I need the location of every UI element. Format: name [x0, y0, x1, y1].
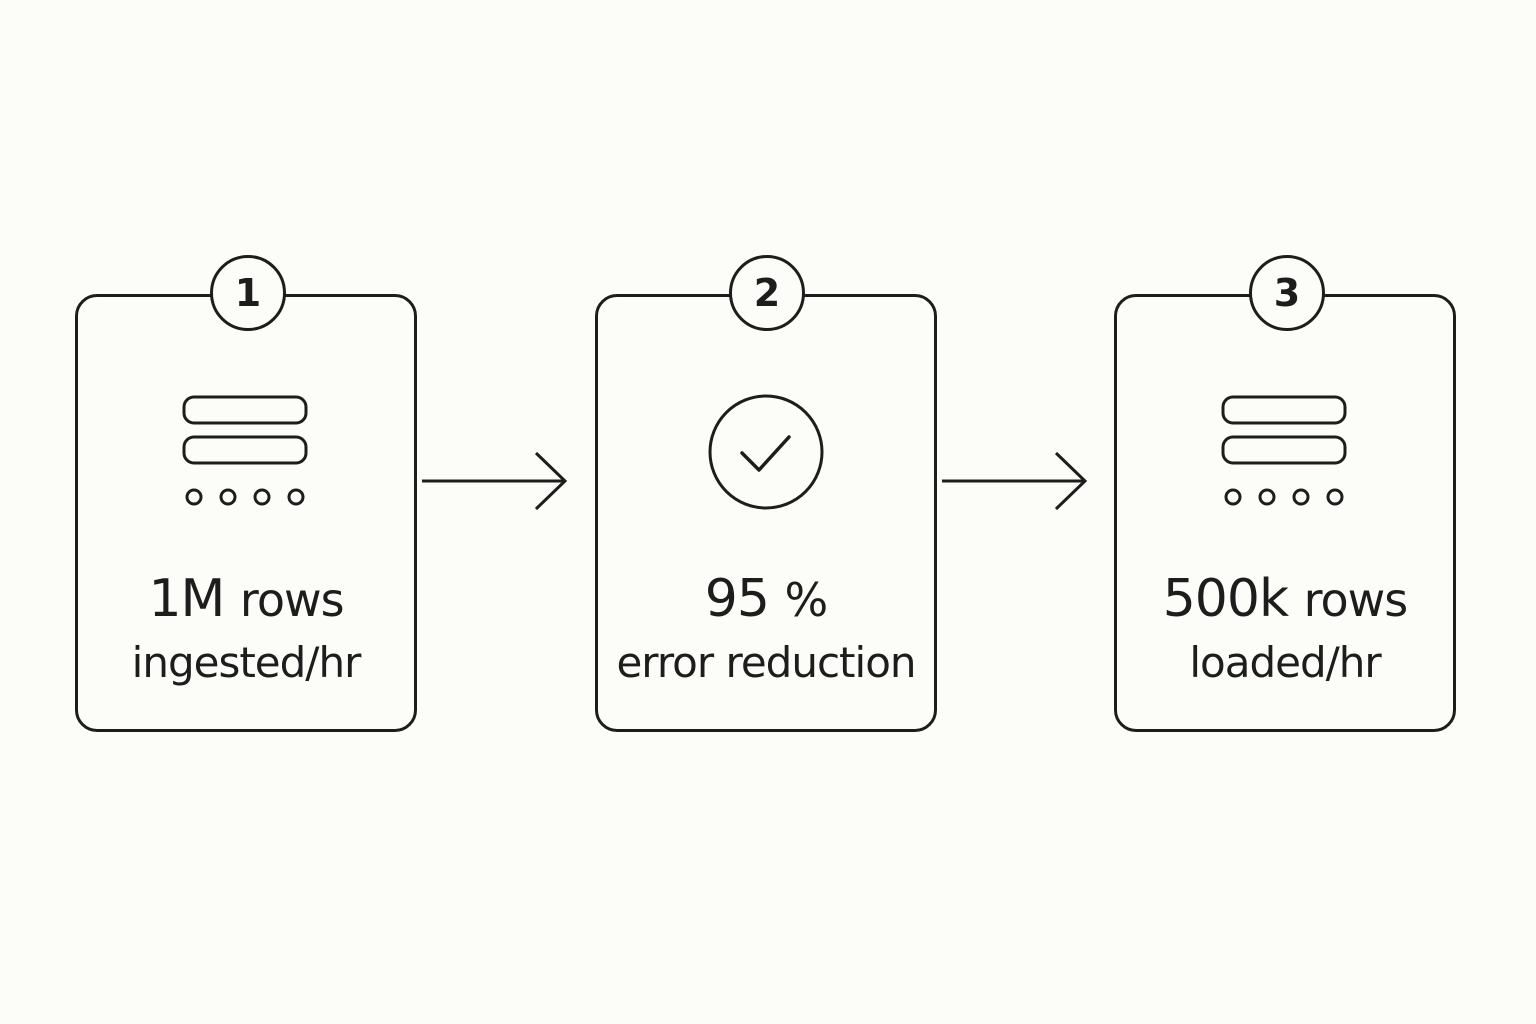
step-1-number: 1: [234, 271, 262, 315]
step-1-card: 1M rows ingested/hr: [75, 294, 417, 732]
database-rows-icon: [1117, 387, 1453, 517]
arrow-right-icon: [942, 451, 1088, 511]
step-2-metric-value: 95 %: [598, 569, 934, 630]
check-circle-icon: [598, 387, 934, 517]
arrow-right-icon: [422, 451, 568, 511]
step-3-badge: 3: [1249, 255, 1325, 331]
step-1-label: ingested/hr: [131, 638, 362, 687]
step-1-value: 1M: [148, 569, 225, 629]
step-1-unit: rows: [239, 573, 345, 627]
step-2-unit: %: [784, 573, 828, 627]
step-3-value: 500k: [1162, 569, 1289, 629]
step-3-unit: rows: [1303, 573, 1409, 627]
step-2-number: 2: [753, 271, 781, 315]
step-1-badge: 1: [210, 255, 286, 331]
step-3-label: loaded/hr: [1189, 638, 1381, 687]
step-2-card: 95 % error reduction: [595, 294, 937, 732]
step-1-metric-value: 1M rows: [78, 569, 414, 630]
step-3-card: 500k rows loaded/hr: [1114, 294, 1456, 732]
database-rows-icon: [78, 387, 414, 517]
step-2-value: 95: [704, 569, 770, 629]
step-3-metric-value: 500k rows: [1117, 569, 1453, 630]
step-2-badge: 2: [729, 255, 805, 331]
step-2-label: error reduction: [616, 638, 916, 687]
step-3-number: 3: [1273, 271, 1301, 315]
